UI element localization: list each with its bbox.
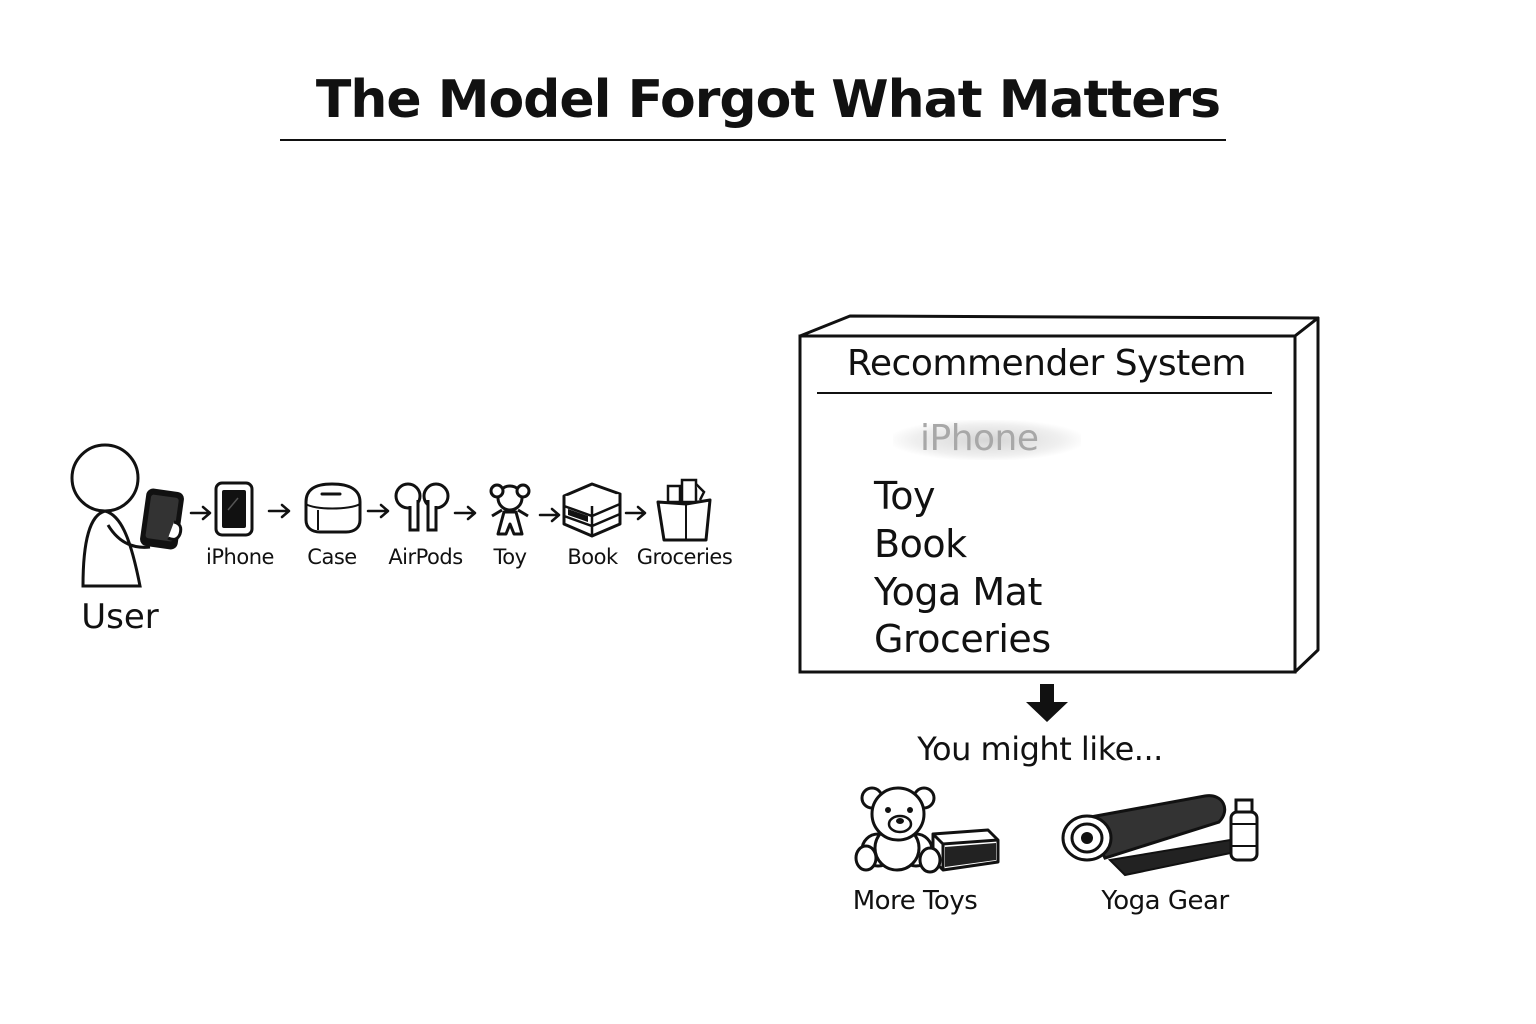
sequence-label-case: Case <box>292 545 372 569</box>
forgotten-item: iPhone <box>920 418 1039 459</box>
phone-icon <box>212 480 257 538</box>
sequence-label-book: Book <box>555 545 630 569</box>
sequence-label-groceries: Groceries <box>632 545 737 569</box>
airpods-icon <box>392 480 454 534</box>
recommender-item-book: Book <box>874 522 967 566</box>
recommendation-label-yoga-gear: Yoga Gear <box>1085 886 1245 916</box>
case-icon <box>300 480 366 535</box>
sequence-label-toy: Toy <box>475 545 545 569</box>
user-figure-icon <box>68 440 193 590</box>
recommender-item-groceries: Groceries <box>874 617 1051 661</box>
recommendation-label-more-toys: More Toys <box>840 886 990 916</box>
title-underline <box>280 139 1226 141</box>
yoga-mat-icon <box>1055 790 1265 885</box>
teddy-bear-icon <box>848 782 1003 882</box>
recommender-item-yoga-mat: Yoga Mat <box>874 570 1042 614</box>
grocery-bag-icon <box>650 476 714 542</box>
book-icon <box>560 480 624 538</box>
down-arrow-icon <box>1022 682 1072 724</box>
diagram-title: The Model Forgot What Matters <box>0 70 1536 130</box>
user-label: User <box>70 597 170 637</box>
recommender-item-toy: Toy <box>874 474 935 518</box>
you-might-like-heading: You might like... <box>900 730 1180 768</box>
sequence-label-airpods: AirPods <box>378 545 473 569</box>
recommender-title-rule <box>817 392 1272 394</box>
toy-icon <box>482 480 538 540</box>
recommender-title: Recommender System <box>800 343 1293 384</box>
sequence-label-iphone: iPhone <box>195 545 285 569</box>
